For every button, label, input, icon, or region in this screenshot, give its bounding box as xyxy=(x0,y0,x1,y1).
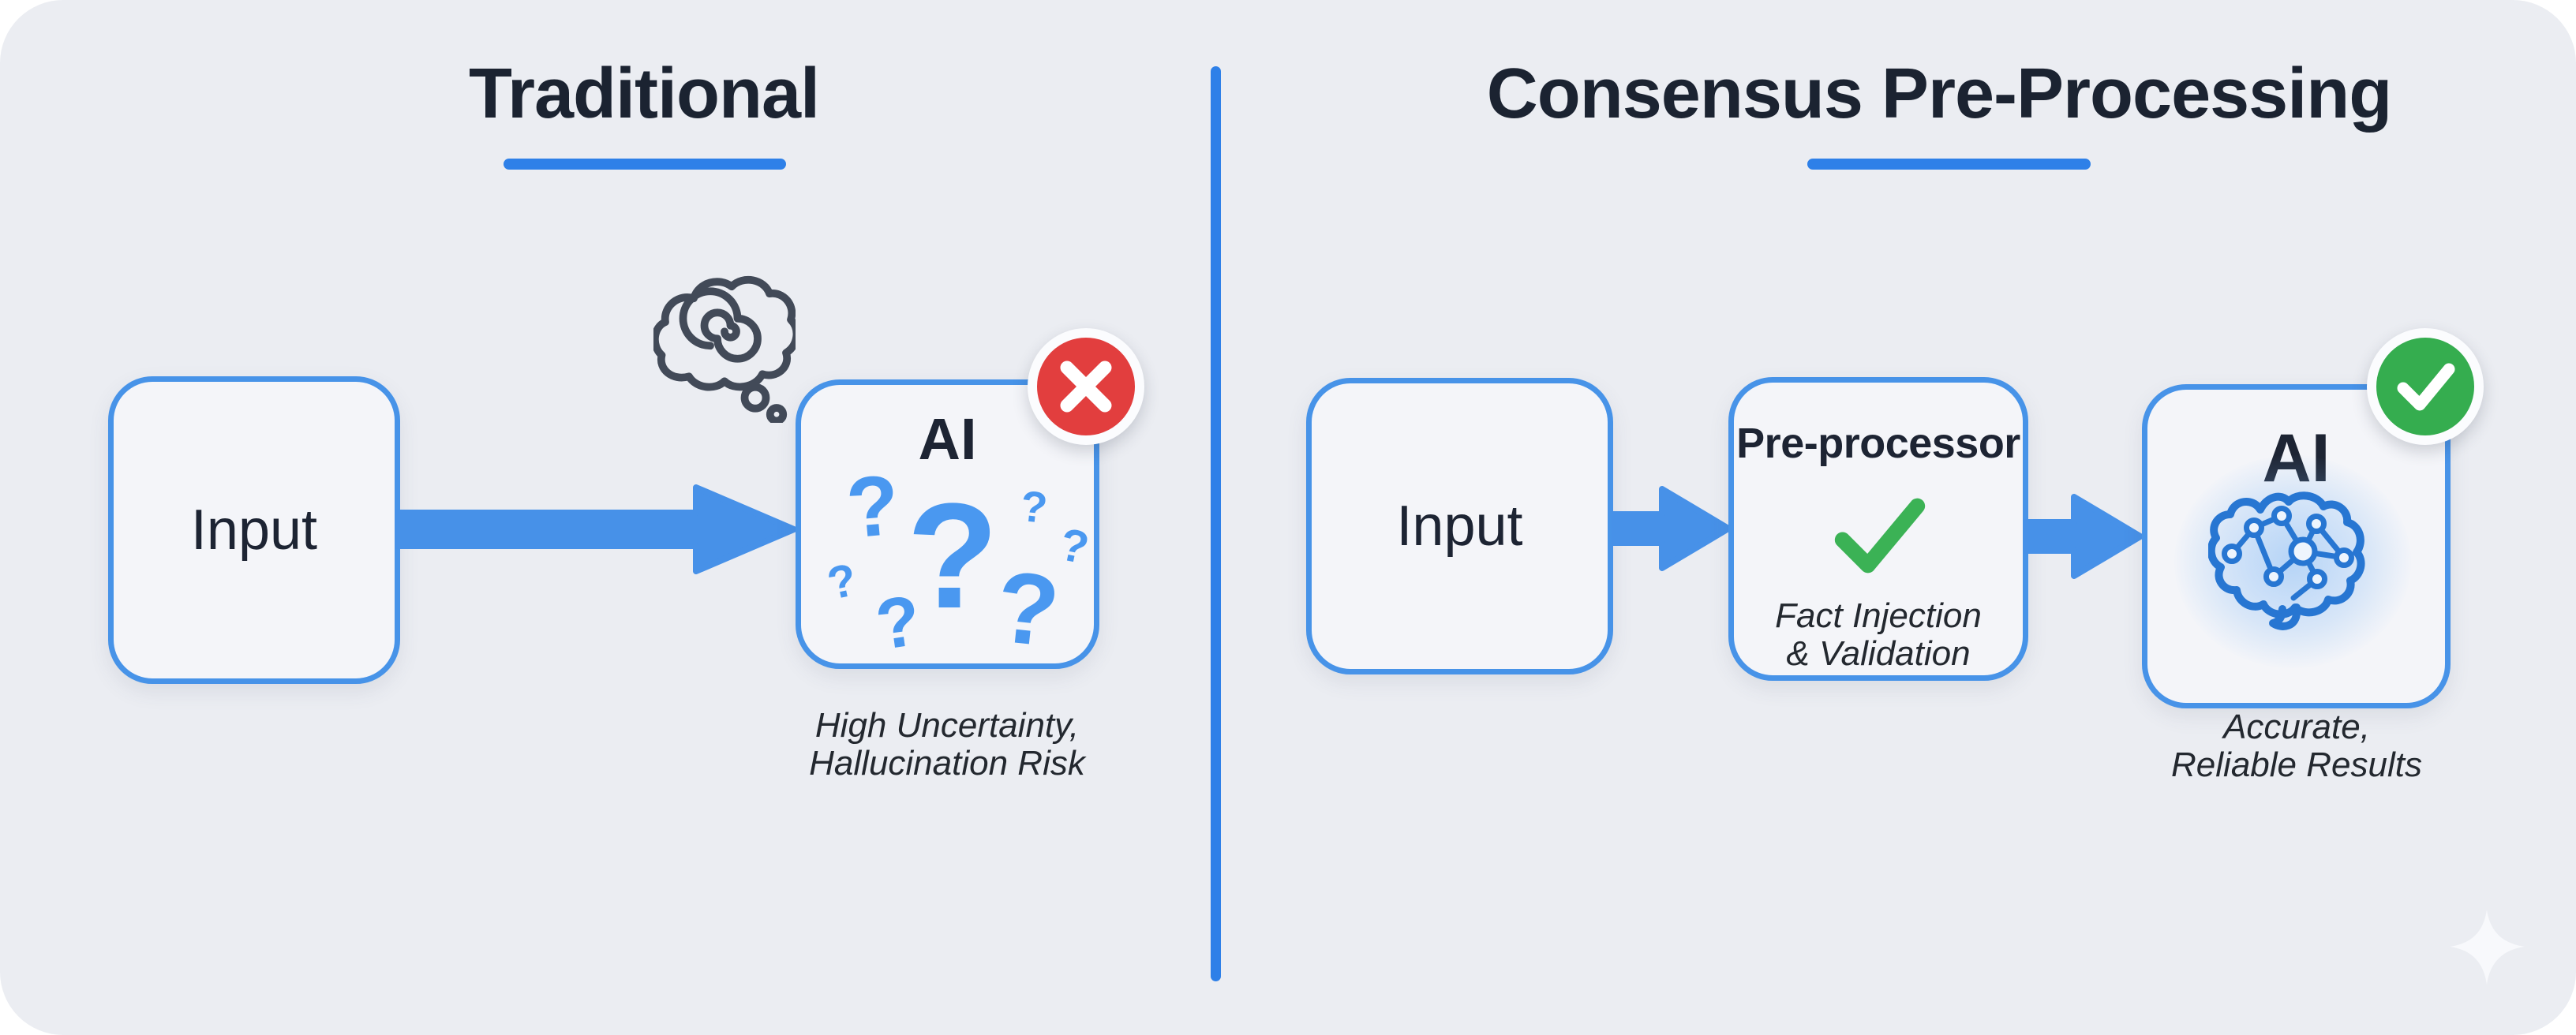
input-label-left: Input xyxy=(190,499,318,562)
right-section-title: Consensus Pre-Processing xyxy=(1486,54,2392,133)
flow-arrow-right-2 xyxy=(2024,494,2144,579)
right-result-caption: Accurate, Reliable Results xyxy=(2139,708,2454,783)
preprocessor-caption-line1: Fact Injection xyxy=(1775,596,1982,635)
x-icon xyxy=(1060,361,1112,413)
preprocessor-box: Pre-processor Fact Injection & Validatio… xyxy=(1728,377,2028,681)
preprocessor-caption-line2: & Validation xyxy=(1786,634,1971,674)
right-caption-line1: Accurate, xyxy=(2223,708,2370,746)
input-box-left: Input xyxy=(108,376,400,684)
question-mark-icon: ? xyxy=(842,456,904,556)
input-box-right: Input xyxy=(1306,378,1613,674)
left-caption-line2: Hallucination Risk xyxy=(809,743,1085,783)
right-caption-line2: Reliable Results xyxy=(2171,745,2422,784)
flow-arrow-right-1 xyxy=(1612,486,1732,571)
question-mark-icon: ? xyxy=(990,550,1065,669)
preprocessor-title: Pre-processor xyxy=(1736,420,2020,467)
left-title-underline xyxy=(504,159,786,170)
question-mark-icon: ? xyxy=(1018,480,1050,533)
left-caption-line1: High Uncertainty, xyxy=(814,706,1080,745)
right-title-underline xyxy=(1807,159,2091,170)
error-x-badge xyxy=(1028,328,1144,445)
ai-label-left: AI xyxy=(918,406,977,472)
section-divider xyxy=(1211,66,1221,981)
left-result-caption: High Uncertainty, Hallucination Risk xyxy=(789,707,1105,782)
question-mark-icon: ? xyxy=(906,473,999,640)
brain-network-icon xyxy=(2208,491,2365,630)
flow-arrow-left xyxy=(395,484,797,574)
validation-check-icon xyxy=(1834,498,1926,574)
check-icon xyxy=(2397,363,2455,411)
preprocessor-caption: Fact Injection & Validation xyxy=(1734,596,2023,674)
left-section-title: Traditional xyxy=(468,54,820,133)
success-check-badge xyxy=(2367,328,2484,445)
sparkle-icon xyxy=(2450,910,2525,985)
question-mark-icon: ? xyxy=(822,554,861,610)
thought-cloud-icon xyxy=(653,276,796,423)
input-label-right: Input xyxy=(1396,495,1523,558)
